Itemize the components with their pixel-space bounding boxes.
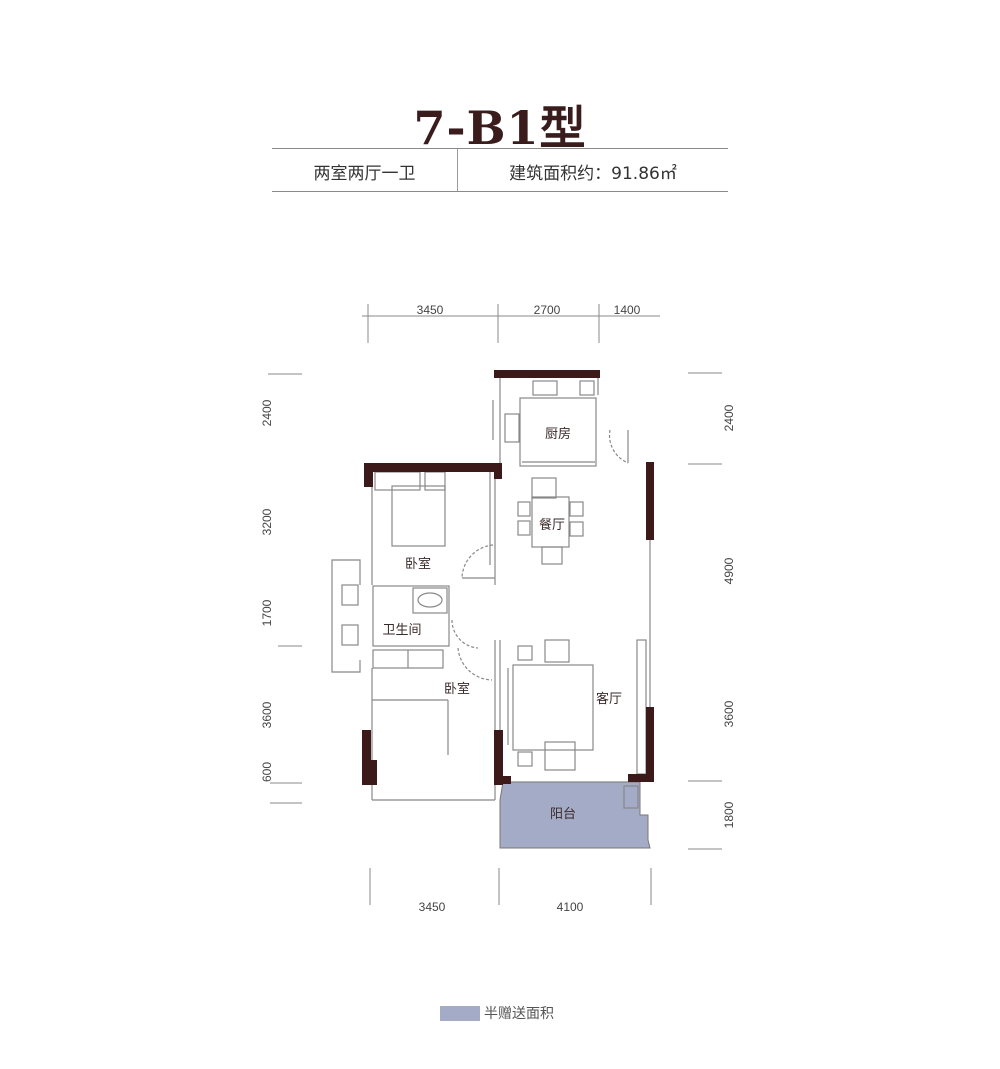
room-living: 客厅: [596, 691, 622, 707]
dim-bottom-1: 3450: [419, 900, 446, 914]
thick-walls: [362, 370, 654, 785]
dim-left-2: 3200: [260, 508, 274, 535]
dim-right-1: 2400: [722, 404, 736, 431]
dimension-labels: 3450 2700 1400 3450 4100 2400 3200 1700 …: [260, 303, 736, 914]
balcony-area: [499, 781, 651, 849]
room-balcony: 阳台: [550, 807, 576, 822]
spec-bar: 两室两厅一卫 建筑面积约：91.86㎡: [272, 148, 728, 192]
dim-top-3: 1400: [614, 303, 641, 317]
dim-right-4: 1800: [722, 801, 736, 828]
dim-left-4: 3600: [260, 701, 274, 728]
dim-top-1: 3450: [417, 303, 444, 317]
legend-swatch: [440, 1005, 480, 1021]
dim-left-1: 2400: [260, 399, 274, 426]
legend: 半赠送面积: [440, 1003, 554, 1023]
building-area: 建筑面积约：91.86㎡: [509, 164, 677, 184]
dimension-lines: [268, 304, 722, 905]
room-bedroom-1: 卧室: [405, 556, 431, 572]
thin-walls: [331, 376, 651, 809]
room-bedroom-2: 卧室: [444, 681, 470, 697]
spec-divider: [457, 149, 458, 191]
dim-bottom-2: 4100: [557, 900, 584, 914]
dim-left-3: 1700: [260, 599, 274, 626]
layout-type: 两室两厅一卫: [313, 164, 416, 184]
dim-top-2: 2700: [534, 303, 561, 317]
room-dining: 餐厅: [539, 517, 565, 533]
dim-right-2: 4900: [722, 557, 736, 584]
legend-label: 半赠送面积: [484, 1006, 554, 1022]
room-labels: 厨房 餐厅 卧室 卫生间 卧室 客厅 阳台: [382, 426, 622, 822]
dim-left-5: 600: [260, 762, 274, 782]
dim-right-3: 3600: [722, 700, 736, 727]
room-bathroom: 卫生间: [382, 623, 421, 638]
room-kitchen: 厨房: [545, 426, 571, 442]
floorplan-title: 7-B1型: [413, 101, 587, 155]
